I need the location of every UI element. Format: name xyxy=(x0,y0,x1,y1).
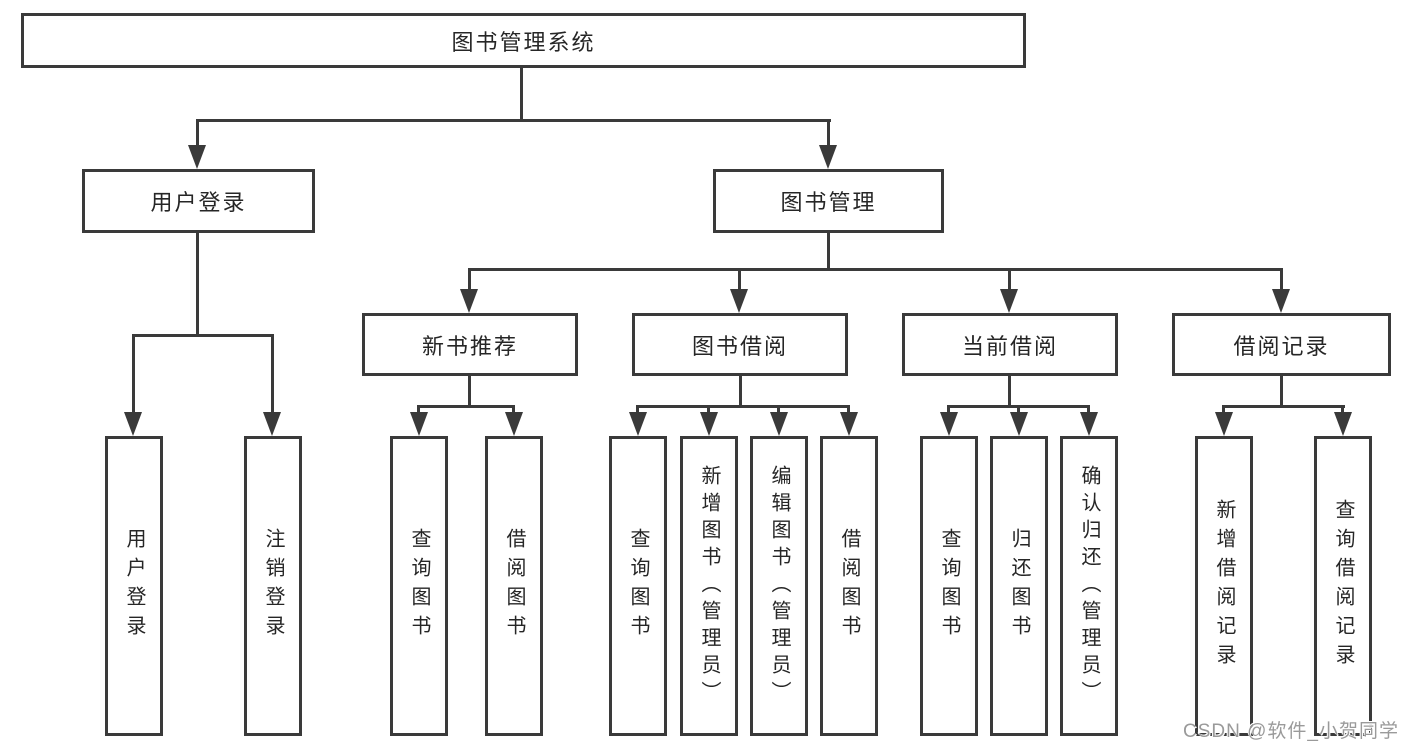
leaf-borrow-books-2-label: 借阅图书 xyxy=(838,528,860,644)
leaf-return-books: 归还图书 xyxy=(990,436,1048,736)
leaf-borrow-books-1-label: 借阅图书 xyxy=(503,528,525,644)
connector-bookborrow-stub xyxy=(739,376,742,408)
arrowhead-to-book-management-icon xyxy=(819,145,837,169)
leaf-edit-books-admin: 编辑图书（管理员） xyxy=(750,436,808,736)
leaf-edit-books-admin-label: 编辑图书（管理员） xyxy=(768,464,790,708)
leaf-logout-label: 注销登录 xyxy=(262,528,284,644)
connector-records-hline xyxy=(1222,405,1345,408)
connector-currentborrow-stem-3 xyxy=(1087,405,1090,415)
leaf-add-books-admin: 新增图书（管理员） xyxy=(680,436,738,736)
arrowhead-to-leaf-add-books-icon xyxy=(700,412,718,436)
node-new-book-recommend: 新书推荐 xyxy=(362,313,578,376)
connector-root-right-stem xyxy=(827,119,830,149)
node-current-borrowing-label: 当前借阅 xyxy=(961,333,1058,359)
leaf-return-books-label: 归还图书 xyxy=(1008,528,1030,644)
leaf-query-borrow-record-label: 查询借阅记录 xyxy=(1332,499,1354,673)
leaf-add-borrow-record: 新增借阅记录 xyxy=(1195,436,1253,736)
connector-bookborrow-stem-3 xyxy=(777,405,780,415)
connector-bookmgmt-stem-3 xyxy=(1008,268,1011,292)
connector-userlogin-stub xyxy=(196,233,199,337)
connector-records-stub xyxy=(1280,376,1283,408)
node-root-system: 图书管理系统 xyxy=(21,13,1026,68)
leaf-user-login-label: 用户登录 xyxy=(123,528,145,644)
leaf-logout: 注销登录 xyxy=(244,436,302,736)
arrowhead-to-new-book-recommend-icon xyxy=(460,289,478,313)
node-book-management: 图书管理 xyxy=(713,169,944,233)
connector-currentborrow-stub xyxy=(1008,376,1011,408)
csdn-watermark: CSDN @软件_小贺同学 xyxy=(1183,721,1399,742)
arrowhead-to-leaf-borrow-books-2-icon xyxy=(840,412,858,436)
connector-newbooks-stem-1 xyxy=(417,405,420,415)
connector-bookborrow-stem-2 xyxy=(707,405,710,415)
leaf-borrow-books-2: 借阅图书 xyxy=(820,436,878,736)
node-book-management-label: 图书管理 xyxy=(780,190,877,215)
node-current-borrowing: 当前借阅 xyxy=(902,313,1118,376)
arrowhead-to-leaf-logout-icon xyxy=(263,412,281,436)
arrowhead-to-leaf-user-login-icon xyxy=(124,412,142,436)
leaf-query-books-2-label: 查询图书 xyxy=(627,528,649,644)
arrowhead-to-leaf-query-books-3-icon xyxy=(940,412,958,436)
node-borrow-records: 借阅记录 xyxy=(1172,313,1391,376)
connector-userlogin-stem-2 xyxy=(271,334,274,414)
connector-records-stem-1 xyxy=(1222,405,1225,415)
arrowhead-to-book-borrowing-icon xyxy=(730,289,748,313)
connector-bookmgmt-stem-1 xyxy=(468,268,471,292)
leaf-confirm-return-admin: 确认归还（管理员） xyxy=(1060,436,1118,736)
connector-bookborrow-stem-4 xyxy=(847,405,850,415)
connector-root-stub xyxy=(520,68,523,122)
connector-newbooks-hline xyxy=(417,405,515,408)
arrowhead-to-leaf-borrow-books-1-icon xyxy=(505,412,523,436)
node-root-label: 图书管理系统 xyxy=(451,29,596,55)
arrowhead-to-leaf-query-record-icon xyxy=(1334,412,1352,436)
leaf-query-books-2: 查询图书 xyxy=(609,436,667,736)
arrowhead-to-leaf-edit-books-icon xyxy=(770,412,788,436)
connector-root-hline xyxy=(196,119,831,122)
leaf-confirm-return-admin-label: 确认归还（管理员） xyxy=(1078,464,1100,708)
leaf-borrow-books-1: 借阅图书 xyxy=(485,436,543,736)
node-user-login-label: 用户登录 xyxy=(150,190,247,215)
node-book-borrowing-label: 图书借阅 xyxy=(691,333,788,359)
arrowhead-to-leaf-return-books-icon xyxy=(1010,412,1028,436)
leaf-query-books-1-label: 查询图书 xyxy=(408,528,430,644)
leaf-query-books-3: 查询图书 xyxy=(920,436,978,736)
connector-newbooks-stem-2 xyxy=(512,405,515,415)
connector-bookborrow-stem-1 xyxy=(636,405,639,415)
connector-records-stem-2 xyxy=(1341,405,1344,415)
arrowhead-to-leaf-add-record-icon xyxy=(1215,412,1233,436)
connector-bookmgmt-hline xyxy=(468,268,1283,271)
connector-bookmgmt-stem-4 xyxy=(1280,268,1283,292)
node-borrow-records-label: 借阅记录 xyxy=(1233,333,1330,359)
node-user-login: 用户登录 xyxy=(82,169,315,233)
leaf-add-borrow-record-label: 新增借阅记录 xyxy=(1213,499,1235,673)
node-book-borrowing: 图书借阅 xyxy=(632,313,848,376)
leaf-query-borrow-record: 查询借阅记录 xyxy=(1314,436,1372,736)
connector-bookmgmt-stub xyxy=(827,233,830,271)
arrowhead-to-user-login-icon xyxy=(188,145,206,169)
connector-userlogin-stem-1 xyxy=(132,334,135,414)
connector-userlogin-hline xyxy=(132,334,274,337)
leaf-query-books-1: 查询图书 xyxy=(390,436,448,736)
connector-bookmgmt-stem-2 xyxy=(738,268,741,292)
arrowhead-to-leaf-query-books-1-icon xyxy=(410,412,428,436)
leaf-query-books-3-label: 查询图书 xyxy=(938,528,960,644)
arrowhead-to-borrow-records-icon xyxy=(1272,289,1290,313)
connector-root-left-stem xyxy=(196,119,199,149)
connector-newbooks-stub xyxy=(468,376,471,408)
arrowhead-to-current-borrowing-icon xyxy=(1000,289,1018,313)
node-new-book-recommend-label: 新书推荐 xyxy=(421,333,518,359)
arrowhead-to-leaf-confirm-return-icon xyxy=(1080,412,1098,436)
connector-currentborrow-stem-2 xyxy=(1017,405,1020,415)
leaf-add-books-admin-label: 新增图书（管理员） xyxy=(698,464,720,708)
connector-bookborrow-hline xyxy=(636,405,850,408)
connector-currentborrow-stem-1 xyxy=(947,405,950,415)
arrowhead-to-leaf-query-books-2-icon xyxy=(629,412,647,436)
leaf-user-login: 用户登录 xyxy=(105,436,163,736)
